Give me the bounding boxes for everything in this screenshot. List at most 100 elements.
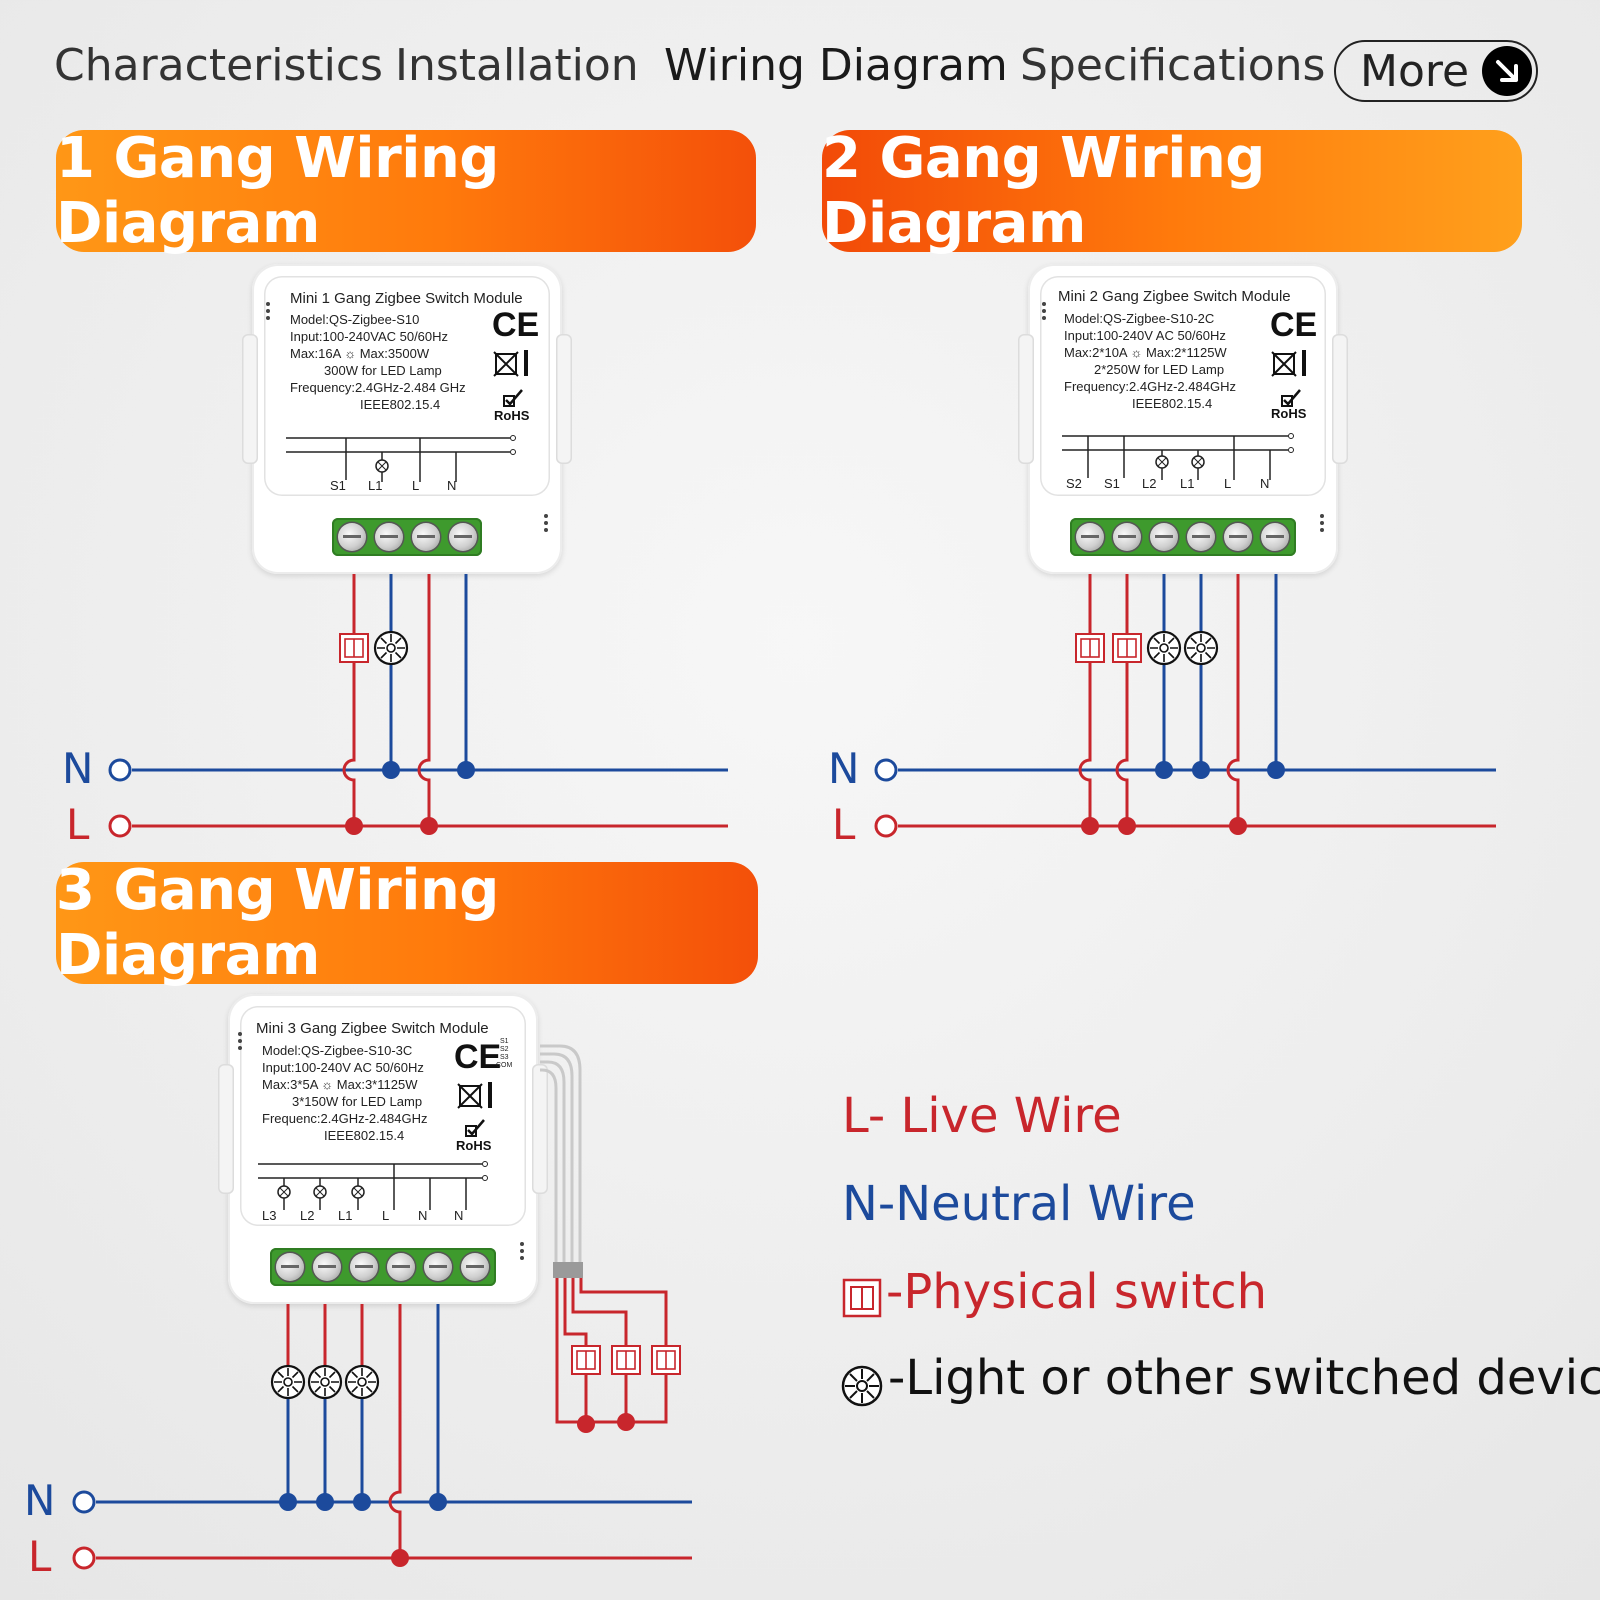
wire-s2 xyxy=(1078,574,1092,826)
terminal-screw xyxy=(461,1253,489,1281)
module-spec: 3*150W for LED Lamp xyxy=(292,1094,423,1109)
module-spec: Model:QS-Zigbee-S10-2C xyxy=(1064,311,1215,326)
light-device-icon xyxy=(1146,630,1182,666)
banner-1-gang: 1 Gang Wiring Diagram xyxy=(56,126,756,256)
terminal-label: L1 xyxy=(338,1208,353,1223)
tab-wiring-diagram[interactable]: Wiring Diagram xyxy=(664,40,1008,91)
module-spec: Max:16A ☼ Max:3500W xyxy=(290,346,430,361)
junction-dot xyxy=(345,817,363,835)
terminal-block xyxy=(270,1248,496,1286)
junction-dot xyxy=(577,1415,595,1433)
junction-dot xyxy=(279,1493,297,1511)
rohs-mark: RoHS xyxy=(494,408,530,423)
terminal-label: S1 xyxy=(1104,476,1120,491)
rohs-mark: RoHS xyxy=(456,1138,492,1153)
module-dots xyxy=(1320,514,1324,535)
junction-dot xyxy=(1081,817,1099,835)
terminal-screw xyxy=(1150,523,1178,551)
banner-3-gang: 3 Gang Wiring Diagram xyxy=(56,858,758,988)
side-terminal-label: S2 xyxy=(500,1046,509,1053)
tab-characteristics[interactable]: Characteristics xyxy=(54,40,383,91)
terminal-label: L3 xyxy=(262,1208,277,1223)
light-device-icon xyxy=(1183,630,1219,666)
wire-l xyxy=(417,574,431,826)
physical-switch-icon xyxy=(571,1345,601,1375)
physical-switch-icon xyxy=(842,1278,882,1318)
live-label: L xyxy=(28,1532,52,1581)
module-spec: Max:3*5A ☼ Max:3*1125W xyxy=(262,1077,418,1092)
module-title: Mini 1 Gang Zigbee Switch Module xyxy=(290,290,523,307)
junction-dot xyxy=(353,1493,371,1511)
terminal-screw xyxy=(1224,523,1252,551)
neutral-label: N xyxy=(62,744,94,793)
light-device-icon xyxy=(270,1364,306,1400)
tab-installation[interactable]: Installation xyxy=(395,40,639,91)
junction-dot xyxy=(617,1413,635,1431)
terminal-screw xyxy=(338,523,366,551)
junction-dot xyxy=(429,1493,447,1511)
terminal-screw xyxy=(1076,523,1104,551)
junction-dot xyxy=(1267,761,1285,779)
module-circuit-schematic xyxy=(286,435,516,482)
terminal-block xyxy=(332,518,482,556)
terminal-screw xyxy=(412,523,440,551)
terminal-label: S2 xyxy=(1066,476,1082,491)
terminal-screw xyxy=(313,1253,341,1281)
physical-switch-icon xyxy=(1075,633,1105,663)
ce-mark: CE xyxy=(454,1038,502,1076)
terminal-label: N xyxy=(454,1208,464,1223)
physical-switch-icon xyxy=(611,1345,641,1375)
light-device-icon xyxy=(307,1364,343,1400)
junction-dot xyxy=(391,1549,409,1567)
terminal-screw xyxy=(350,1253,378,1281)
neutral-label: N xyxy=(24,1476,56,1525)
switch-leads xyxy=(540,1044,582,1262)
terminal-screw xyxy=(387,1253,415,1281)
junction-dot xyxy=(1118,817,1136,835)
junction-dot xyxy=(1192,761,1210,779)
terminal-label: L xyxy=(1224,476,1232,491)
module-spec: IEEE802.15.4 xyxy=(360,397,441,412)
module-title: Mini 2 Gang Zigbee Switch Module xyxy=(1058,288,1291,305)
neutral-terminal xyxy=(72,1490,96,1514)
terminal-label: L xyxy=(412,478,420,493)
module-dots xyxy=(238,1032,242,1053)
module-dots xyxy=(544,514,548,535)
tab-specifications[interactable]: Specifications xyxy=(1020,40,1326,91)
module-3-gang: Mini 3 Gang Zigbee Switch Module Model:Q… xyxy=(218,994,548,1304)
rohs-check-icon xyxy=(503,389,523,407)
legend-neutral: N-Neutral Wire xyxy=(842,1176,1196,1232)
banner-2-gang: 2 Gang Wiring Diagram xyxy=(822,126,1522,256)
wiring-2-gang xyxy=(874,574,1496,838)
terminal-label: L1 xyxy=(1180,476,1195,491)
terminal-screw xyxy=(1187,523,1215,551)
legend-switch: -Physical switch xyxy=(886,1264,1268,1320)
module-circuit-schematic xyxy=(1062,433,1294,480)
junction-dot xyxy=(457,761,475,779)
terminal-screw xyxy=(449,523,477,551)
module-spec: 300W for LED Lamp xyxy=(324,363,442,378)
neutral-label: N xyxy=(828,744,860,793)
rohs-check-icon xyxy=(465,1119,485,1137)
module-side-tab xyxy=(556,334,572,464)
module-side-tab xyxy=(1332,334,1348,464)
terminal-label: N xyxy=(418,1208,428,1223)
legend-live: L- Live Wire xyxy=(842,1088,1122,1144)
module-spec: 2*250W for LED Lamp xyxy=(1094,362,1225,377)
terminal-label: N xyxy=(447,478,457,493)
junction-dot xyxy=(1155,761,1173,779)
terminal-label: L2 xyxy=(1142,476,1157,491)
module-side-tab xyxy=(218,1064,234,1194)
arrow-down-right-icon xyxy=(1482,46,1532,96)
tab-bar: Characteristics Installation Wiring Diag… xyxy=(0,0,1600,120)
module-2-gang: Mini 2 Gang Zigbee Switch Module Model:Q… xyxy=(1018,264,1348,574)
module-dots xyxy=(520,1242,524,1263)
terminal-label: L xyxy=(382,1208,390,1223)
junction-dot xyxy=(382,761,400,779)
ce-mark: CE xyxy=(492,306,540,344)
more-button[interactable]: More xyxy=(1334,40,1538,102)
module-spec: Frequenc:2.4GHz-2.484GHz xyxy=(262,1111,428,1126)
light-device-icon xyxy=(373,630,409,666)
module-title: Mini 3 Gang Zigbee Switch Module xyxy=(256,1020,489,1037)
wire-s1 xyxy=(1115,574,1129,826)
